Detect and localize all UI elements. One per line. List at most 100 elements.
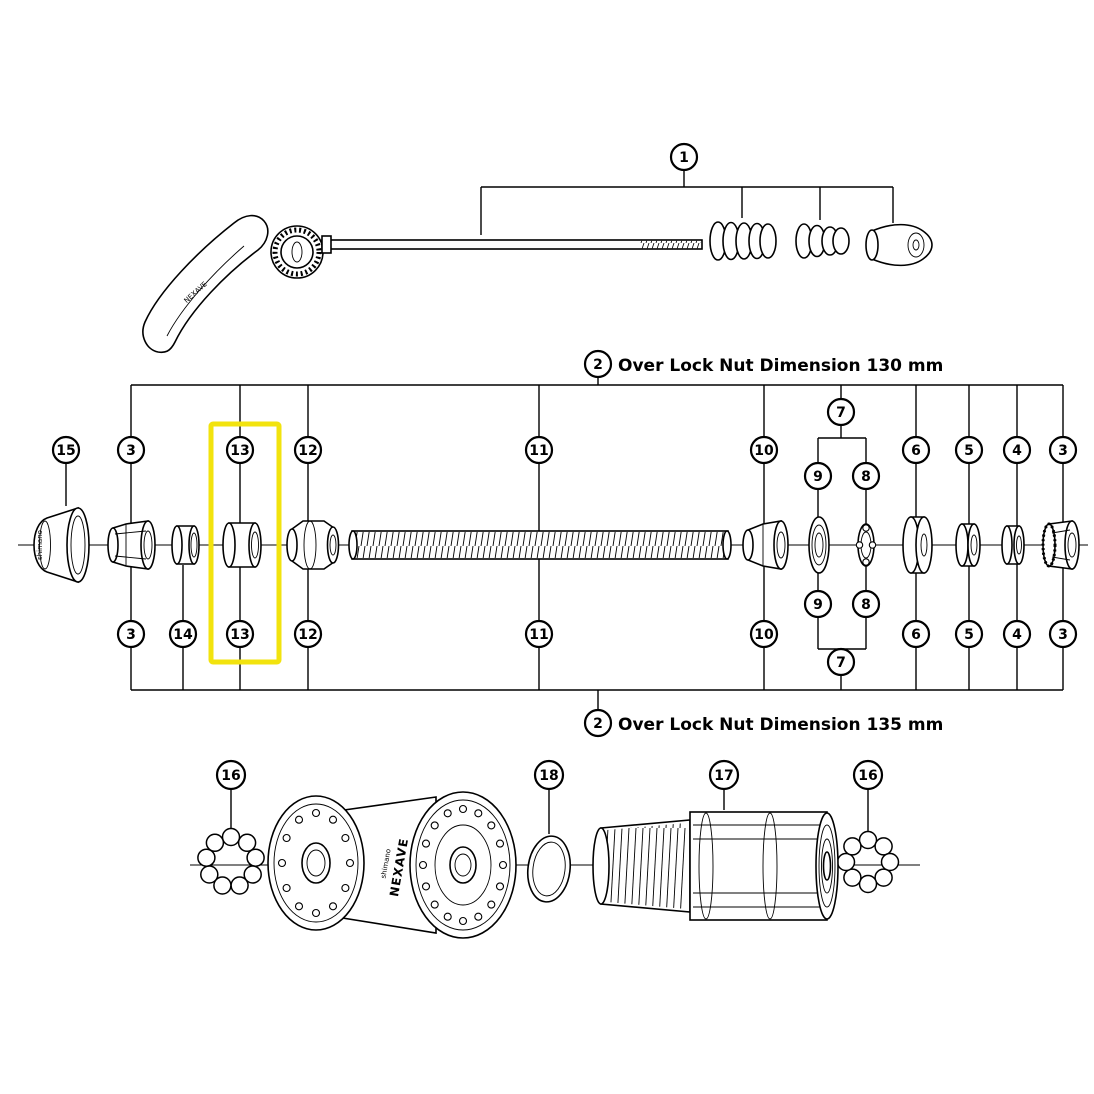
- svg-text:3: 3: [1058, 627, 1068, 643]
- qr-spring-left: [709, 221, 777, 261]
- svg-text:13: 13: [230, 627, 249, 643]
- spoke-hole: [443, 912, 452, 921]
- part-14-washer: [171, 525, 200, 565]
- hub-flange-right: [409, 791, 517, 939]
- callout-1-qr: 1: [669, 142, 699, 172]
- hub-shell-assembly: shimano NEXAVE 16 18 17 16: [190, 759, 920, 939]
- callout-11-top: 11: [524, 435, 554, 465]
- callout-7-bottom: 7: [826, 647, 856, 677]
- part-12-cone: [286, 520, 340, 570]
- callout-9-top: 9: [803, 461, 833, 491]
- callout-12-top: 12: [293, 435, 323, 465]
- svg-text:7: 7: [836, 655, 846, 671]
- spoke-hole: [430, 821, 439, 830]
- callout-10-bottom: 10: [749, 619, 779, 649]
- spoke-hole: [282, 883, 291, 893]
- svg-text:12: 12: [298, 443, 317, 459]
- svg-text:11: 11: [529, 627, 548, 643]
- spoke-holes-right: [418, 804, 508, 926]
- part-17-freehub-body: [592, 811, 839, 921]
- spoke-hole: [443, 809, 452, 818]
- qr-adjusting-nut: [865, 223, 933, 267]
- svg-text:15: 15: [56, 443, 75, 459]
- part-18-seal-ring: [526, 835, 572, 903]
- callout-17: 17: [708, 759, 740, 791]
- part-5-washer: [955, 523, 981, 567]
- spoke-hole: [498, 860, 508, 870]
- qr-spring-right: [795, 223, 850, 259]
- part-10-cone-nut: [742, 520, 789, 570]
- callout-4-top: 4: [1002, 435, 1032, 465]
- part-8-ball-retainer: [855, 523, 877, 567]
- callout-14-bottom: 14: [168, 619, 198, 649]
- svg-text:17: 17: [714, 768, 733, 784]
- spoke-hole: [341, 833, 350, 843]
- callout-3-bottom-right: 3: [1048, 619, 1078, 649]
- part-15-dust-cap: shimano: [33, 506, 90, 584]
- lower-leader-lines: [230, 789, 869, 835]
- bearing-ball: [230, 876, 249, 895]
- svg-text:5: 5: [964, 627, 974, 643]
- spoke-hole: [474, 912, 483, 921]
- bearing-ball: [200, 865, 219, 884]
- svg-text:18: 18: [539, 768, 558, 784]
- bearing-ball: [246, 848, 265, 867]
- svg-text:5: 5: [964, 443, 974, 459]
- bearing-ball: [221, 827, 241, 847]
- bearing-ball: [880, 852, 900, 872]
- svg-text:2: 2: [593, 357, 603, 373]
- svg-text:13: 13: [230, 443, 249, 459]
- svg-text:3: 3: [1058, 443, 1068, 459]
- callout-16-right: 16: [852, 759, 884, 791]
- svg-text:9: 9: [813, 469, 823, 485]
- quick-release-assembly: NEXAVE: [142, 142, 933, 354]
- bearing-ball: [243, 865, 262, 884]
- svg-text:8: 8: [861, 597, 871, 613]
- svg-text:4: 4: [1012, 627, 1022, 643]
- svg-text:10: 10: [754, 627, 774, 643]
- part-6-washer-large: [902, 516, 933, 574]
- callout-18: 18: [533, 759, 565, 791]
- callout-13-bottom: 13: [225, 619, 255, 649]
- dimension-label-135: 2 Over Lock Nut Dimension 135 mm: [583, 708, 943, 738]
- callout-3-bottom-left: 3: [116, 619, 146, 649]
- bearing-ball: [858, 830, 878, 850]
- callout-row-bottom: 3 14 13 12 11 10 9 8 7 6 5 4 3: [116, 589, 1078, 677]
- callout-8-bottom: 8: [851, 589, 881, 619]
- callout-7-top: 7: [826, 397, 856, 427]
- dimension-label-130: 2 Over Lock Nut Dimension 130 mm: [583, 349, 943, 379]
- hub-flange-left: [267, 795, 365, 931]
- bearing-ball: [843, 837, 862, 856]
- svg-text:12: 12: [298, 627, 317, 643]
- highlight-box-part-13: [208, 421, 282, 665]
- bearing-ball: [843, 868, 862, 887]
- hub-shell: shimano NEXAVE: [267, 791, 517, 939]
- spoke-hole: [294, 815, 304, 824]
- dust-cap-marking: shimano: [36, 530, 44, 560]
- olnd-135-text: Over Lock Nut Dimension 135 mm: [618, 715, 943, 735]
- spoke-hole: [418, 860, 428, 870]
- qr-cam-boss: [270, 225, 324, 279]
- part-9-seal-ring: [808, 516, 830, 574]
- callout-10-top: 10: [749, 435, 779, 465]
- spoke-hole: [430, 900, 439, 909]
- svg-text:11: 11: [529, 443, 548, 459]
- callout-9-bottom: 9: [803, 589, 833, 619]
- part-3-locknut-left: [107, 520, 156, 570]
- spoke-hole: [341, 883, 350, 893]
- bearing-ball: [205, 833, 225, 853]
- ball-bearing-cluster-left: [197, 827, 265, 895]
- callout-row-top: 15 3 13 12 11 10 7 9 8 6 5 4 3: [51, 397, 1078, 491]
- spoke-hole: [495, 882, 505, 891]
- svg-text:3: 3: [126, 443, 136, 459]
- spoke-hole: [421, 839, 431, 848]
- qr-label-bracket: [480, 170, 894, 235]
- qr-lever: NEXAVE: [142, 214, 269, 354]
- callout-11-bottom: 11: [524, 619, 554, 649]
- part-13-spacer: [222, 522, 262, 568]
- spoke-hole: [311, 808, 321, 818]
- svg-text:16: 16: [858, 768, 877, 784]
- svg-text:16: 16: [221, 768, 240, 784]
- spoke-hole: [277, 858, 287, 868]
- svg-text:14: 14: [173, 627, 193, 643]
